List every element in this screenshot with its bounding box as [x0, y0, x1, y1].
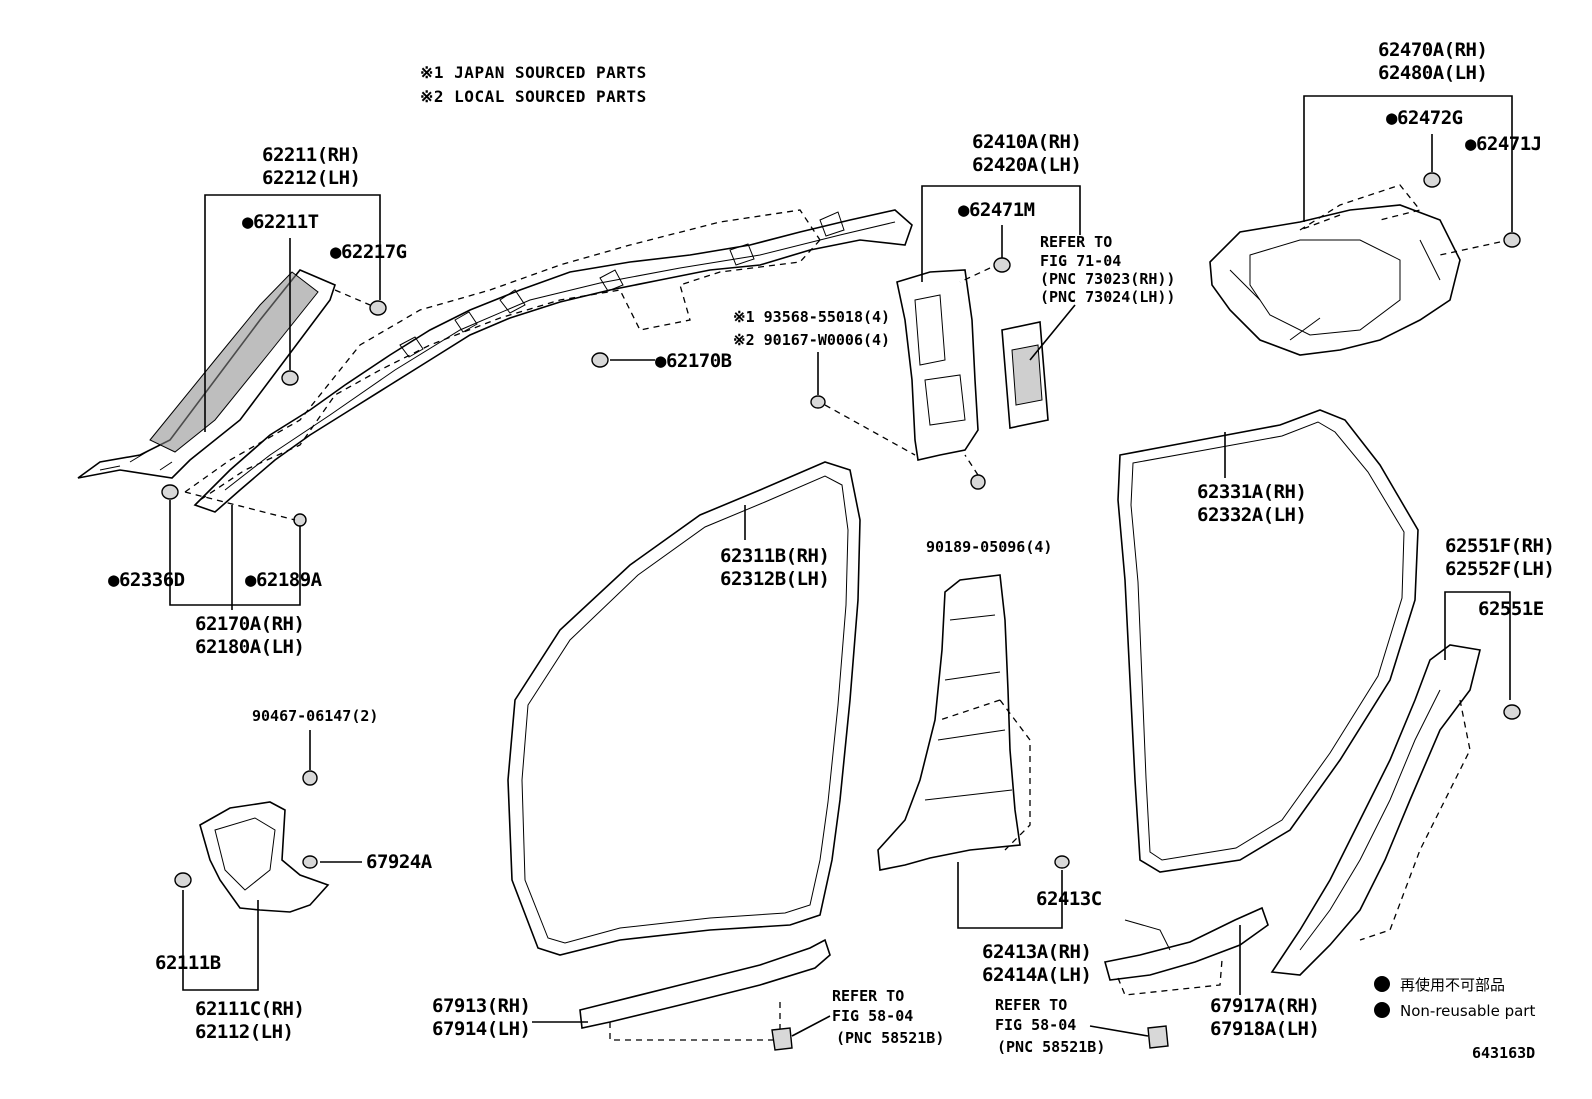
label-62552F: 62552F(LH) [1445, 558, 1554, 580]
label-93568: ※1 93568-55018(4) [733, 308, 890, 326]
label-62312B: 62312B(LH) [720, 568, 829, 590]
label-62413A: 62413A(RH) [982, 941, 1091, 963]
label-62170B: ●62170B [655, 350, 732, 372]
label-62551E: 62551E [1478, 598, 1544, 620]
screw-93568 [810, 395, 826, 409]
label-90467: 90467-06147(2) [252, 707, 378, 725]
label-62410A: 62410A(RH) [972, 131, 1081, 153]
airbag-outline-dash [184, 209, 821, 501]
refer1-text: REFER TO [1040, 233, 1112, 251]
label-62331A: 62331A(RH) [1197, 481, 1306, 503]
front-scuff-plate [579, 938, 831, 1029]
clip-62413C [1054, 855, 1070, 869]
label-62471M: ●62471M [958, 199, 1035, 221]
label-62332A: 62332A(LH) [1197, 504, 1306, 526]
label-62112: 62112(LH) [195, 1021, 293, 1043]
leader-62211 [204, 194, 381, 432]
legend-item-jp: 再使用不可部品 [1400, 976, 1505, 994]
c-pillar-lower-garnish [1270, 644, 1481, 976]
label-62480A: 62480A(LH) [1378, 62, 1487, 84]
label-62111C: 62111C(RH) [195, 998, 304, 1020]
note-local-sourced: ※2 LOCAL SOURCED PARTS [420, 87, 647, 106]
label-62217G: ●62217G [330, 241, 407, 263]
clip-62551E [1503, 704, 1521, 720]
refer2-pnc: (PNC 58521B) [836, 1029, 944, 1047]
clip-62170B [591, 352, 609, 368]
clip-90467 [302, 770, 318, 786]
label-90167: ※2 90167-W0006(4) [733, 331, 890, 349]
refer3-text: REFER TO [995, 996, 1067, 1014]
rear-scuff-plate [1103, 906, 1269, 981]
front-door-weatherstrip [507, 461, 861, 956]
label-62170A: 62170A(RH) [195, 613, 304, 635]
legend-bullet-1 [1374, 976, 1390, 992]
label-67913: 67913(RH) [432, 995, 530, 1017]
clip-67924A [302, 855, 318, 869]
label-62551F: 62551F(RH) [1445, 535, 1554, 557]
clip-58521B-rear [1147, 1025, 1169, 1049]
label-62111B: 62111B [155, 952, 221, 974]
rear-door-weatherstrip [1117, 409, 1419, 873]
rear-quarter-garnish [1209, 204, 1461, 356]
refer1-pnc-rh: (PNC 73023(RH)) [1040, 270, 1175, 288]
label-62311B: 62311B(RH) [720, 545, 829, 567]
label-62211T: ●62211T [242, 211, 319, 233]
clip-62336D [161, 484, 179, 500]
refer3-fig: FIG 58-04 [995, 1016, 1076, 1034]
label-62336D: ●62336D [108, 569, 185, 591]
cowl-side-trim [199, 801, 330, 913]
clip-62211T [281, 370, 299, 386]
refer2-fig: FIG 58-04 [832, 1007, 913, 1025]
clip-62217G [369, 300, 387, 316]
refer1-pnc-lh: (PNC 73024(LH)) [1040, 288, 1175, 306]
label-62413C: 62413C [1036, 888, 1102, 910]
label-62420A: 62420A(LH) [972, 154, 1081, 176]
label-62470A: 62470A(RH) [1378, 39, 1487, 61]
legend-bullet-2 [1374, 1002, 1390, 1018]
refer2-text: REFER TO [832, 987, 904, 1005]
label-62212: 62212(LH) [262, 167, 360, 189]
label-62189A: ●62189A [245, 569, 323, 591]
label-62471J: ●62471J [1465, 133, 1542, 155]
clip-62189A [293, 513, 307, 527]
clip-62471J [1503, 232, 1521, 248]
label-62414A: 62414A(LH) [982, 964, 1091, 986]
label-67924A: 67924A [366, 851, 433, 873]
label-90189: 90189-05096(4) [926, 538, 1052, 556]
label-67917A: 67917A(RH) [1210, 995, 1319, 1017]
a-pillar-garnish [77, 269, 336, 479]
refer1-fig: FIG 71-04 [1040, 252, 1121, 270]
seat-belt-anchor [1001, 321, 1049, 429]
label-62472G: ●62472G [1386, 107, 1463, 129]
b-pillar-upper-garnish [896, 269, 979, 461]
label-67914: 67914(LH) [432, 1018, 530, 1040]
label-67918A: 67918A(LH) [1210, 1018, 1319, 1040]
refer3-pnc: (PNC 58521B) [997, 1038, 1105, 1056]
note-japan-sourced: ※1 JAPAN SOURCED PARTS [420, 63, 647, 82]
clip-90189 [970, 474, 986, 490]
label-62211: 62211(RH) [262, 144, 360, 166]
clip-62472G [1423, 172, 1441, 188]
legend-item-en: Non-reusable part [1400, 1002, 1535, 1020]
label-62180A: 62180A(LH) [195, 636, 304, 658]
clip-62111B [174, 872, 192, 888]
figure-id: 643163D [1472, 1044, 1535, 1062]
b-pillar-lower-garnish [877, 574, 1021, 871]
curtain-airbag [193, 209, 913, 513]
clip-62471M [993, 257, 1011, 273]
clip-58521B-front [771, 1027, 793, 1051]
